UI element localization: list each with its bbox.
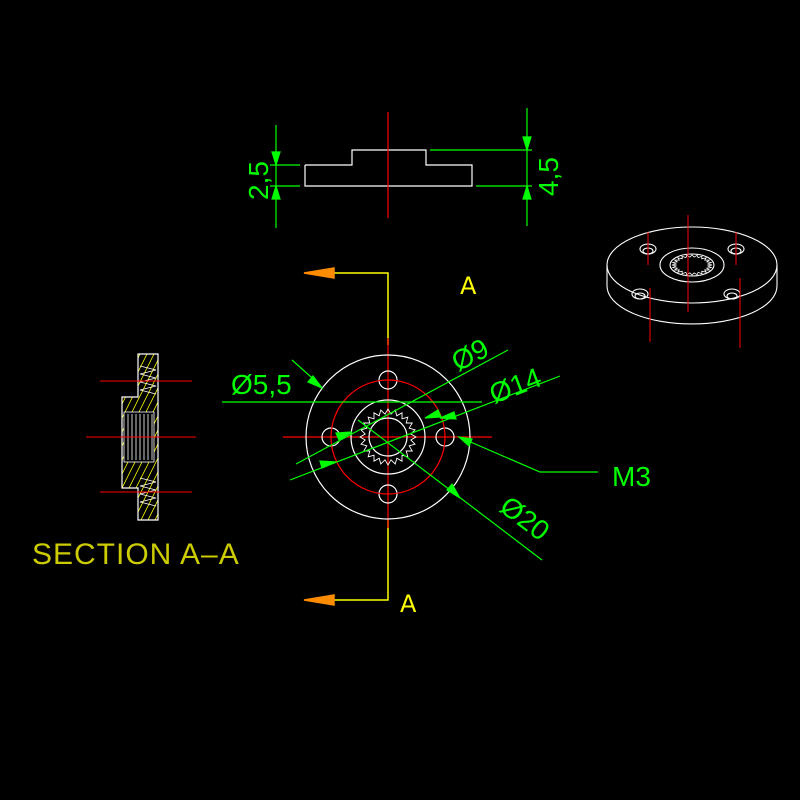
hub-diameter — [350, 399, 426, 475]
outer-diameter — [305, 354, 471, 520]
dim-label-2-5: 2,5 — [243, 161, 274, 200]
iso-centerlines — [647, 215, 741, 348]
front-geometry — [305, 354, 471, 520]
dim-label-outer-dia: Ø20 — [494, 490, 555, 547]
spline-teeth — [359, 408, 417, 466]
section-outline — [121, 353, 159, 521]
section-cut-line — [332, 272, 389, 601]
front-centerlines — [283, 338, 492, 528]
dim-label-4-5: 4,5 — [533, 157, 564, 196]
isometric-view — [606, 215, 778, 348]
side-view: 2,5 4,5 — [243, 108, 564, 228]
section-mark-bottom: A — [400, 590, 417, 618]
iso-spline — [671, 254, 713, 276]
section-caption: SECTION A–A — [32, 538, 240, 571]
front-view: A A — [222, 267, 651, 618]
section-centerlines — [86, 380, 196, 493]
dim-label-mid-dia: Ø14 — [485, 362, 546, 410]
iso-hub — [659, 247, 725, 283]
dimension-leaders — [222, 349, 598, 561]
spline-inner — [368, 417, 408, 457]
side-view-outline — [304, 149, 473, 187]
mounting-holes — [321, 370, 455, 504]
thread-label: M3 — [612, 461, 651, 492]
section-arrows — [303, 267, 335, 606]
section-view: SECTION A–A — [32, 353, 240, 571]
section-mark-top: A — [460, 272, 477, 300]
dim-label-hole-dia: Ø5,5 — [231, 369, 292, 400]
bolt-circle — [330, 379, 446, 495]
dim-label-inner-dia: Ø9 — [446, 332, 494, 377]
dim-height-left — [270, 125, 300, 228]
dim-height-right — [430, 108, 532, 226]
